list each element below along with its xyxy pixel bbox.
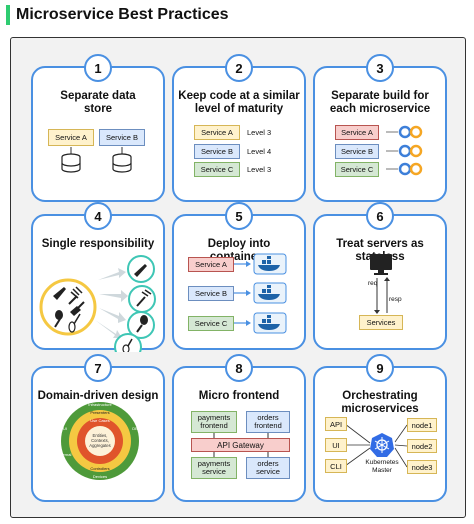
api-client-box: API [325,417,347,431]
service-b-box: Service B [335,144,379,159]
card-micro-frontend: 8 Micro frontend payments frontend order… [172,354,306,502]
container-diagram [234,253,287,334]
card-number: 4 [84,202,112,230]
card-number: 6 [366,202,394,230]
fork-icon [68,286,83,305]
card-stateless-servers: 6 Treat servers as stateless req resp Se… [313,202,447,350]
master-label: Kubernetes Master [365,459,399,474]
node2-box: node2 [407,439,437,453]
service-b-box: Service B [99,129,145,146]
ui-client-box: UI [325,438,347,452]
service-b-box: Service B [194,144,240,159]
card-single-responsibility: 4 Single responsibility [31,202,165,352]
card-number: 1 [84,54,112,82]
stateless-diagram [370,254,392,314]
infinity-pipeline-icon [386,125,423,139]
orchestration-diagram [344,423,408,468]
ring-label: Presenters [90,410,109,415]
card-domain-driven-design: 7 Domain-driven design Infrastructure Pr… [31,354,165,502]
card-number: 8 [225,354,253,382]
ring-label: UI [63,426,67,431]
data-store-diagram [61,147,132,173]
tools-diagram [39,255,156,352]
ring-core [85,426,115,456]
database-icon-a [61,153,81,173]
database-icon-b [112,153,132,173]
level-label: Level 4 [247,147,272,156]
request-label: req [368,280,378,287]
knife-icon [53,287,66,300]
arrows [95,268,128,338]
card-number: 5 [225,202,253,230]
ddd-rings-diagram: Infrastructure Presenters Use Cases Enti… [57,402,139,480]
docker-whale-icon [253,312,287,334]
ring-label: Entities, [93,433,108,438]
spoon-icon [54,310,63,328]
ring-label: DB [132,426,138,431]
service-a-box: Service A [335,125,379,140]
card-title: Keep code at a similar level of maturity [178,90,300,115]
service-c-box: Service C [194,162,240,177]
ring-label: Aggregates [89,443,110,448]
card-title: Separate data store [60,90,136,115]
service-a-box: Service A [48,129,94,146]
level-label: Level 3 [247,165,272,174]
ring-label: External [57,452,72,457]
infinity-pipeline-icon [386,162,423,176]
spoon-icon [136,315,148,333]
card-code-maturity: 2 Keep code at a similar level of maturi… [172,54,306,202]
node1-box: node1 [407,418,437,432]
practices-board: 1 Separate data store Service A Service … [10,37,466,518]
multi-tool-circle [39,278,97,336]
card-orchestrating: 9 Orchestrating microservices A [313,354,447,502]
card-number: 9 [366,354,394,382]
knife-icon [134,264,147,277]
card-title: Separate build for each microservice [329,90,431,115]
infinity-pipeline-icon [386,144,423,158]
card-title: Orchestrating microservices [341,390,419,415]
ring-label: Contexts, [91,438,109,443]
service-c-box: Service C [188,316,234,331]
spatula-icon [70,301,85,316]
cli-client-box: CLI [325,459,347,473]
orders-service-box: orders service [246,457,290,479]
node3-box: node3 [407,460,437,474]
service-b-box: Service B [188,286,234,301]
response-label: resp [389,296,402,303]
ring-label: Infrastructure [88,402,112,407]
payments-frontend-box: payments frontend [191,411,237,433]
card-deploy-containers: 5 Deploy into containers Service A Servi… [172,202,306,350]
docker-whale-icon [253,253,287,275]
ring-label: Controllers [90,466,109,471]
page-header: Microservice Best Practices [6,4,229,26]
title-accent-bar [6,5,10,25]
whisk-icon [122,338,133,352]
page-title: Microservice Best Practices [16,6,229,23]
docker-whale-icon [253,282,287,304]
fork-icon [136,289,152,307]
monitor-icon [370,254,392,275]
service-c-box: Service C [335,162,379,177]
card-number: 2 [225,54,253,82]
ring-label: Devices [93,474,107,479]
card-separate-build: 3 Separate build for each microservice S… [313,54,447,202]
card-separate-data-store: 1 Separate data store Service A Service … [31,54,165,202]
level-label: Level 3 [247,128,272,137]
ring-label: Use Cases [90,418,110,423]
card-title: Single responsibility [41,238,155,250]
kubernetes-icon [370,433,394,457]
service-a-box: Service A [194,125,240,140]
card-number: 7 [84,354,112,382]
payments-service-box: payments service [191,457,237,479]
card-title: Micro frontend [198,390,280,402]
micro-frontend-connectors [213,433,269,457]
card-title: Domain-driven design [37,390,159,402]
service-a-box: Service A [188,257,234,272]
whisk-icon [68,313,81,333]
card-number: 3 [366,54,394,82]
build-pipeline-icons [386,125,423,176]
orders-frontend-box: orders frontend [246,411,290,433]
api-gateway-box: API Gateway [191,438,290,452]
services-box: Services [359,315,403,330]
